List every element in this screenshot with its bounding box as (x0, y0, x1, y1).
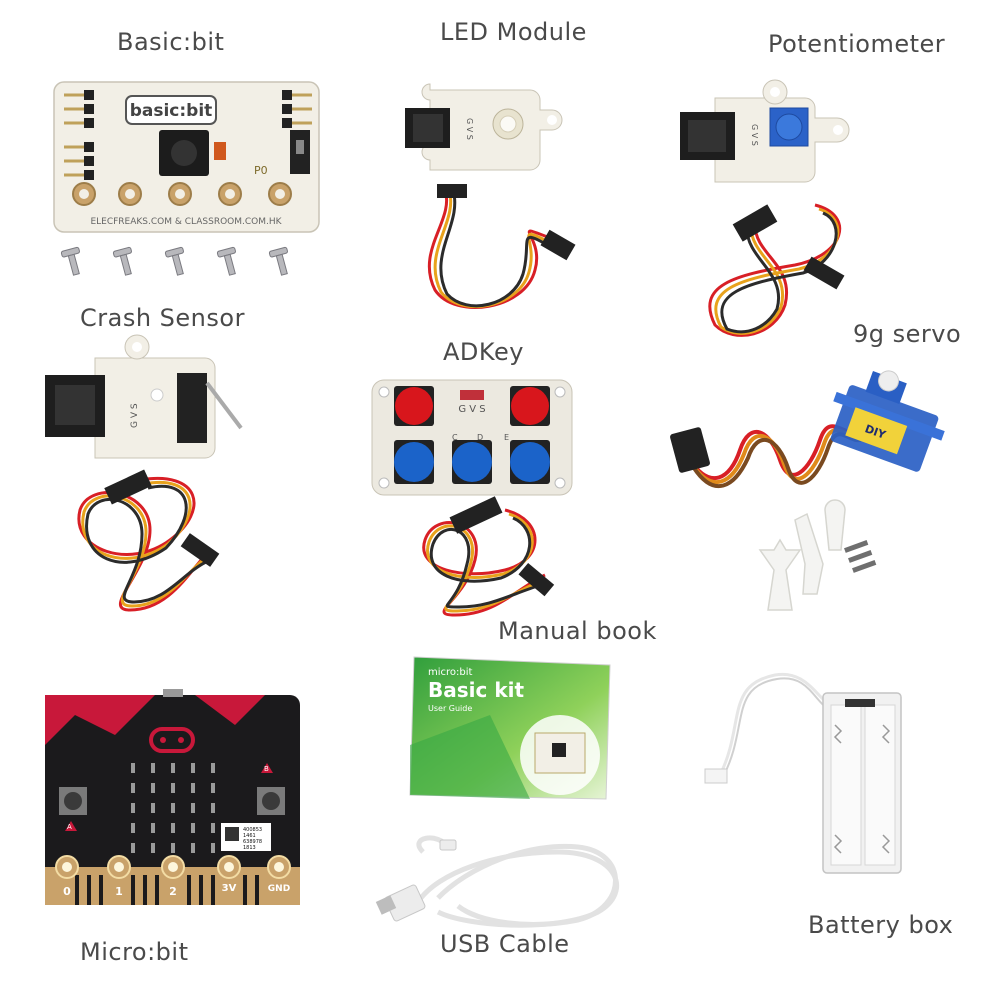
label-battery-box: Battery box (808, 911, 954, 939)
potentiometer-module: G V S (680, 78, 860, 190)
servo-horns (740, 499, 900, 620)
manual-brand: micro:bit (428, 667, 473, 678)
microbit-pin-gnd: GND (268, 884, 290, 894)
label-basic-bit: Basic:bit (117, 28, 225, 56)
adkey-label-c: C (452, 433, 458, 442)
label-potentiometer: Potentiometer (768, 30, 946, 58)
microbit-button-b-label: B (264, 765, 269, 773)
microbit-board: A B 400853 1461 638978 1813 0 1 2 3V GND (45, 689, 300, 905)
led-module-pins: G V S (465, 118, 474, 140)
label-adkey: ADKey (443, 338, 524, 366)
adkey-red-keys (395, 387, 549, 425)
screws (58, 240, 308, 280)
crash-sensor-module: G V S (45, 333, 250, 463)
microbit-sticker-line-3: 638978 (243, 839, 262, 845)
led-module-cable (415, 180, 576, 325)
adkey-blue-keys (394, 442, 550, 482)
basic-bit-logo: basic:bit (130, 101, 213, 121)
basic-bit-footer: ELECFREAKS.COM & CLASSROOM.COM.HK (90, 217, 282, 227)
usb-cable (375, 832, 640, 932)
microbit-sticker-line-1: 400853 (243, 827, 262, 833)
basic-bit-board: basic:bit P0 ELECFREAKS.COM & CLASSROOM.… (53, 81, 320, 233)
manual-book: micro:bit Basic kit User Guide (409, 655, 612, 800)
adkey-cable (415, 496, 555, 620)
microbit-pin-3v: 3V (222, 883, 237, 894)
servo-motor: DIY (670, 370, 945, 510)
crash-sensor-cable (70, 469, 220, 615)
potentiometer-cable (695, 195, 865, 345)
potentiometer-pins: G V S (750, 124, 759, 146)
label-led-module: LED Module (440, 18, 587, 46)
label-microbit: Micro:bit (80, 938, 189, 966)
manual-subtitle: User Guide (428, 704, 472, 713)
label-usb-cable: USB Cable (440, 930, 570, 958)
adkey-label-d: D (477, 433, 483, 442)
led-module: G V S (405, 80, 565, 180)
microbit-pin-0: 0 (63, 885, 71, 898)
microbit-pin-1: 1 (115, 885, 123, 898)
adkey-label-e: E (504, 433, 509, 442)
microbit-sticker-line-4: 1813 (243, 845, 256, 851)
basic-bit-p0-label: P0 (254, 164, 268, 177)
manual-title: Basic kit (428, 678, 524, 702)
microbit-button-a-label: A (67, 823, 72, 831)
battery-box (704, 665, 905, 875)
microbit-pin-2: 2 (169, 885, 177, 898)
label-manual-book: Manual book (498, 617, 657, 645)
crash-sensor-pins: G V S (130, 403, 140, 428)
adkey-pins: G V S (458, 404, 485, 415)
label-servo: 9g servo (853, 320, 962, 348)
adkey-module: G V S A B C D E (371, 379, 573, 496)
label-crash-sensor: Crash Sensor (80, 304, 245, 332)
microbit-sticker-line-2: 1461 (243, 833, 256, 839)
